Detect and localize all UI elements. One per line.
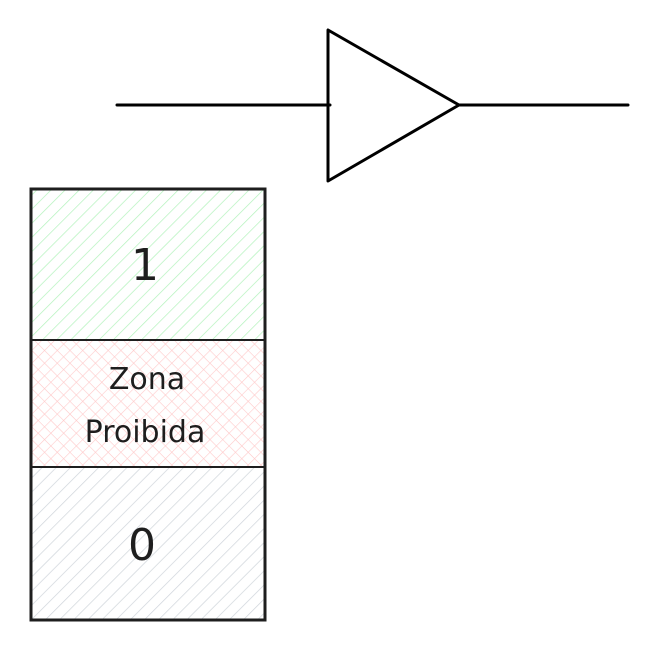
buffer-triangle [326, 28, 461, 183]
high-level-label: 1 [131, 240, 159, 291]
forbidden-zone-label-line-1: Zona [109, 362, 185, 397]
forbidden-zone [31, 340, 265, 467]
forbidden-zone-label-line-2: Proibida [85, 415, 206, 450]
logic-level-bar: 1 Zona Proibida 0 [29, 187, 267, 622]
level-bar-outline [29, 187, 267, 622]
low-level-label: 0 [128, 520, 156, 571]
buffer-gate-symbol [115, 28, 630, 183]
low-level-zone [31, 467, 265, 620]
high-level-zone [31, 189, 265, 340]
